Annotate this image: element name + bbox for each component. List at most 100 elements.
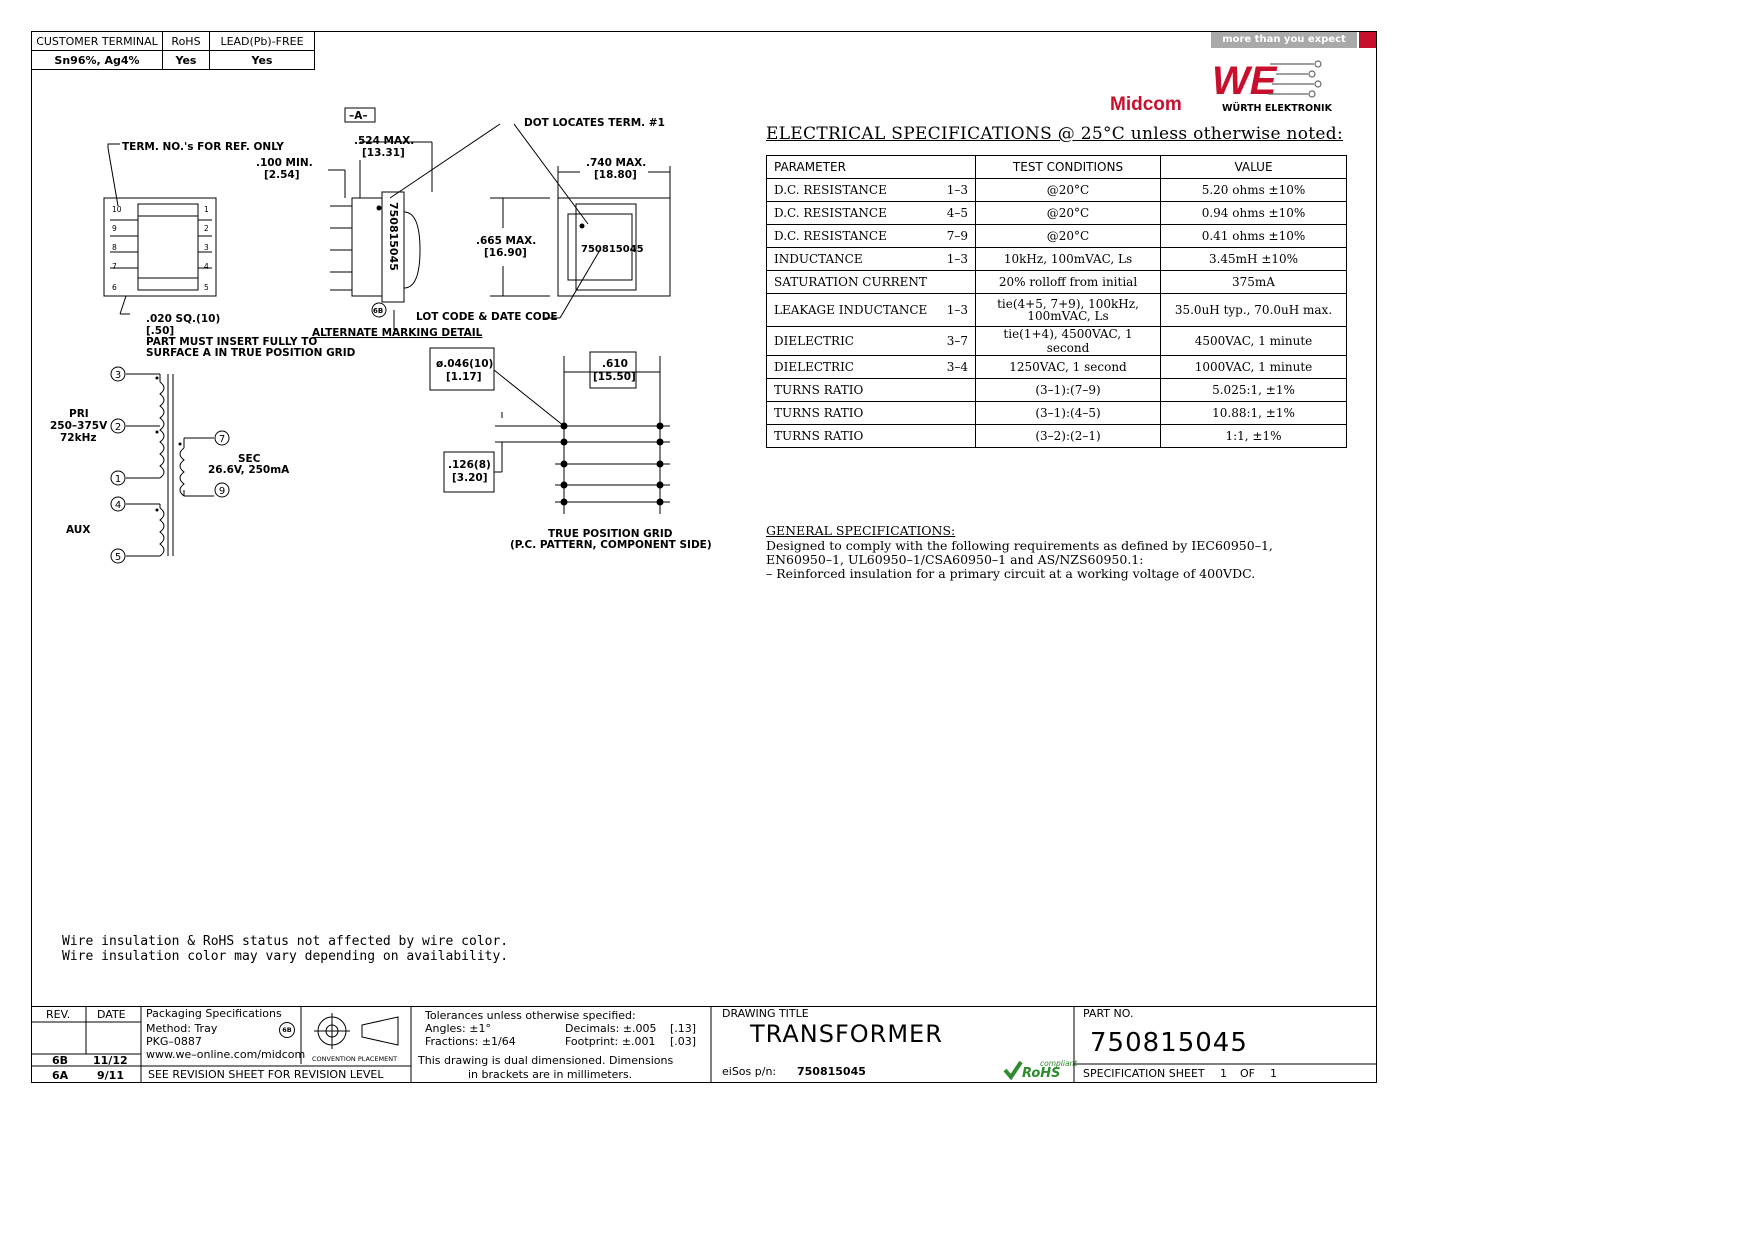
pin-5: 5: [204, 283, 209, 292]
spec-parameter: TURNS RATIO: [766, 378, 976, 402]
node-9-label: 9: [219, 486, 225, 497]
spec-condition: @20°C: [975, 201, 1161, 225]
pkg-method: Method: Tray: [146, 1022, 218, 1035]
we-logo: WE: [1212, 59, 1322, 100]
mechanical-drawing: TERM. NO.'s FOR REF. ONLY .100 MIN. [2.5…: [50, 107, 712, 564]
spec-parameter: TURNS RATIO: [766, 401, 976, 425]
hole-dim: ø.046(10): [436, 358, 493, 370]
dot-note: DOT LOCATES TERM. #1: [524, 117, 665, 129]
dual-dimension-note-1: This drawing is dual dimensioned. Dimens…: [418, 1054, 674, 1067]
node-5: [110, 548, 126, 564]
eisos-label: eiSos p/n:: [722, 1065, 777, 1078]
dim-100: .100 MIN.: [256, 157, 313, 169]
spec-condition: (3–1):(7–9): [975, 378, 1161, 402]
website-link[interactable]: www.we–online.com/midcom: [146, 1048, 306, 1061]
spec-pins: 1–3: [946, 303, 968, 317]
spec-condition: tie(4+5, 7+9), 100kHz, 100mVAC, Ls: [975, 293, 1161, 327]
spec-parameter-name: TURNS RATIO: [774, 406, 864, 420]
convention-label: CONVENTION PLACEMENT: [312, 1055, 398, 1063]
we-logo-traces: [1268, 60, 1322, 98]
node-1: [110, 470, 126, 486]
tolerance-angles: Angles: ±1°: [425, 1022, 491, 1035]
node-7-label: 7: [219, 434, 225, 445]
spec-parameter-name: SATURATION CURRENT: [774, 275, 927, 289]
drawing-title-label: DRAWING TITLE: [722, 1007, 809, 1020]
rohs-check-icon: [1003, 1060, 1023, 1080]
part-number: 750815045: [1090, 1028, 1248, 1058]
row-dim: .126(8): [448, 459, 491, 471]
title-block: [31, 1006, 1377, 1084]
tolerance-decimals-mm: [.13]: [670, 1022, 697, 1035]
pin-4: 4: [204, 262, 209, 271]
pri-voltage: 250–375V: [50, 420, 108, 432]
grid-subtitle: (P.C. PATTERN, COMPONENT SIDE): [510, 539, 712, 551]
rohs-badge: RoHS: [1022, 1066, 1061, 1081]
drawing-frame: [31, 31, 1377, 1083]
side-view-marking: 750815045: [387, 202, 400, 271]
pin-6: 6: [112, 283, 117, 292]
sheet-of: OF: [1240, 1067, 1255, 1080]
spec-parameter: DIELECTRIC 3–7: [766, 326, 976, 356]
spec-parameter-name: INDUCTANCE: [774, 252, 863, 266]
pin-7: 7: [112, 262, 117, 271]
aux-coil: [159, 507, 165, 557]
datum-a-box: [344, 107, 376, 123]
node-1-label: 1: [115, 474, 121, 485]
sec-rating: 26.6V, 250mA: [208, 464, 290, 476]
node-2-label: 2: [115, 422, 121, 433]
spec-parameter-name: D.C. RESISTANCE: [774, 183, 887, 197]
general-line-1: Designed to comply with the following re…: [766, 538, 1273, 553]
node-7: [214, 430, 230, 446]
dim-665: .665 MAX.: [476, 235, 536, 247]
terminal-value: Sn96%, Ag4%: [31, 50, 163, 70]
dim-740: .740 MAX.: [586, 157, 646, 169]
spec-row: TURNS RATIO(3–2):(2–1)1:1, ±1%: [766, 424, 1347, 448]
pin-10: 10: [112, 205, 122, 214]
brand-accent-block: [1359, 32, 1376, 48]
spec-pins: 3–7: [946, 334, 968, 348]
aux-label: AUX: [66, 524, 90, 536]
side-view-body: [351, 197, 383, 297]
spec-parameter-name: TURNS RATIO: [774, 429, 864, 443]
date-6b: 11/12: [93, 1054, 128, 1067]
we-logo-letters: WE: [1212, 59, 1278, 100]
general-title: GENERAL SPECIFICATIONS:: [766, 523, 956, 538]
pin-2: 2: [204, 224, 209, 233]
pitch-dim-box: [589, 351, 637, 389]
pkg-rev-flag: 6B: [279, 1022, 295, 1038]
top-view-body: [557, 197, 671, 297]
see-revision-note: SEE REVISION SHEET FOR REVISION LEVEL: [148, 1068, 384, 1081]
spec-condition: (3–2):(2–1): [975, 424, 1161, 448]
sheet-number: 1: [1220, 1067, 1227, 1080]
wire-note-2: Wire insulation color may vary depending…: [62, 949, 509, 964]
node-2: [110, 418, 126, 434]
pin-sq-mm: [.50]: [146, 325, 174, 337]
spec-value: 0.94 ohms ±10%: [1160, 201, 1347, 225]
node-4: [110, 496, 126, 512]
date-6a: 9/11: [97, 1069, 124, 1082]
pin-8: 8: [112, 243, 117, 252]
spec-pins: 3–4: [946, 360, 968, 374]
rohs-compliant-text: compliant: [1040, 1059, 1078, 1068]
drawing-title: TRANSFORMER: [750, 1020, 943, 1048]
general-line-3: – Reinforced insulation for a primary ci…: [766, 566, 1256, 581]
spec-value: 0.41 ohms ±10%: [1160, 224, 1347, 248]
leadfree-header: LEAD(Pb)-FREE: [209, 31, 315, 51]
rev-flag-6b: 6B: [371, 302, 387, 318]
dual-dimension-note-2: in brackets are in millimeters.: [468, 1068, 633, 1081]
spec-pins: 4–5: [946, 206, 968, 220]
sheet-total: 1: [1270, 1067, 1277, 1080]
pin-3: 3: [204, 243, 209, 252]
spec-pins: 1–3: [946, 252, 968, 266]
pin-sq: .020 SQ.(10): [146, 313, 220, 325]
spec-parameter-name: DIELECTRIC: [774, 334, 854, 348]
sheet-label: SPECIFICATION SHEET: [1083, 1067, 1205, 1080]
